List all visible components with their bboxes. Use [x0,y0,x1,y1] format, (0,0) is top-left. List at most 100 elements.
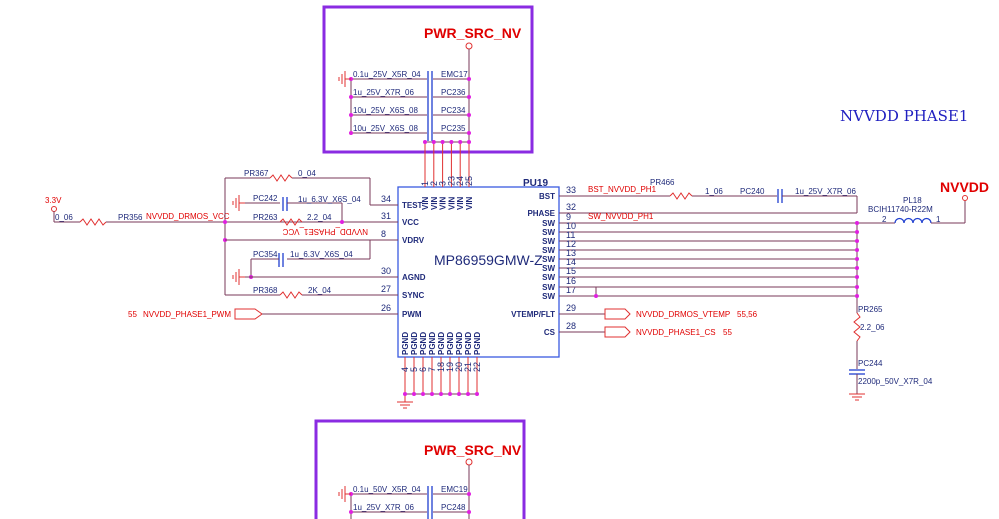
right-pin-number: 12 [566,239,576,249]
chip-body [397,186,560,358]
cap-ref: PC234 [441,106,466,115]
resistor-pr265 [853,312,861,342]
right-pin-label: SW [542,237,555,246]
pgnd-pin-number: 19 [445,362,455,372]
cap-ref: EMC17 [441,70,468,79]
vin-pin-number: 3 [438,181,448,186]
resistor-pr368 [279,291,303,299]
pwm-page-ref: 55 [128,310,137,319]
pc240-ref: PC240 [740,187,765,196]
pc354-ref: PC354 [253,250,278,259]
net-pwm[interactable]: NVVDD_PHASE1_PWM [143,310,231,319]
vin-pin-number: 2 [429,181,439,186]
pgnd-pin-number: 7 [427,367,437,372]
right-pin-number: 10 [566,221,576,231]
pc354-value: 1u_6.3V_X6S_04 [290,250,353,259]
net-bst: BST_NVVDD_PH1 [588,185,657,194]
pl18-value: BCIH11740-R22M [868,205,933,214]
left-pin-label: VCC [402,218,419,227]
pl18-pin1: 1 [936,215,941,224]
pr367-value: 0_04 [298,169,316,178]
right-pin-number: 16 [566,276,576,286]
right-pin-label: CS [544,328,556,337]
net-phase1-vcc-mirrored: NVVDD_PHASE1_VCC [282,227,368,236]
vin-pin-label: VIN [447,196,456,210]
offpage-connector-icon [604,326,631,338]
cap-ref: PC236 [441,88,466,97]
left-pin-label: AGND [402,273,426,282]
bottom-rail-label: PWR_SRC_NV [424,442,522,458]
right-pin-label: SW [542,228,555,237]
net-drmos-vcc: NVVDD_DRMOS_VCC [146,212,230,221]
pgnd-pin-label: PGND [464,332,473,355]
vin-pin-number: 23 [446,176,456,186]
left-pin-number: 27 [381,284,391,294]
right-pin-label: SW [542,219,555,228]
bottom-decoupling-box [314,419,526,519]
chip-ref: PU19 [523,178,548,189]
vin-pin-label: VIN [439,196,448,210]
pr263-value: 2.2_04 [307,213,332,222]
right-pin-label: SW [542,264,555,273]
inductor-pl18 [894,217,932,224]
right-pin-number: 9 [566,212,571,222]
right-pin-number: 17 [566,285,576,295]
left-pin-label: VDRV [402,236,425,245]
cap-value: 1u_25V_X7R_06 [353,503,414,512]
vtemp-page-ref: 55,56 [737,310,758,319]
left-pin-number: 26 [381,303,391,313]
pc244-value: 2200p_50V_X7R_04 [858,377,933,386]
sheet-title: NVVDD PHASE1 [840,107,968,125]
pgnd-pin-label: PGND [473,332,482,355]
pgnd-pin-label: PGND [401,332,410,355]
left-pin-number: 30 [381,266,391,276]
pr368-ref: PR368 [253,286,278,295]
rail-port-icon [51,206,57,212]
cap-value: 0.1u_25V_X5R_04 [353,70,421,79]
chip-part-number: MP86959GMW-Z [434,252,543,268]
rail-port-icon [962,195,968,201]
ground-icon [397,401,413,409]
resistor-pr466 [669,192,693,200]
rail-3v3-label: 3.3V [45,196,62,205]
pgnd-pin-label: PGND [410,332,419,355]
cap-value: 10u_25V_X6S_08 [353,124,419,133]
vin-pin-number: 1 [420,181,430,186]
pl18-pin2: 2 [882,215,887,224]
right-pin-label: SW [542,246,555,255]
vin-pin-label: VIN [430,196,439,210]
pgnd-pin-label: PGND [446,332,455,355]
vin-pin-number: 24 [455,176,465,186]
resistor-pr263 [279,218,303,226]
cap-ref: PC248 [441,503,466,512]
pr466-value: 1_06 [705,187,723,196]
pgnd-pin-label: PGND [437,332,446,355]
resistor-pr367 [269,174,293,182]
right-pin-label: VTEMP/FLT [511,310,555,319]
left-pin-label: PWM [402,310,422,319]
pr356-ref: PR356 [118,213,143,222]
cap-value: 0.1u_50V_X5R_04 [353,485,421,494]
pc240-value: 1u_25V_X7R_06 [795,187,856,196]
right-pin-label: SW [542,283,555,292]
offpage-connector-icon [604,308,631,320]
net-cs[interactable]: NVVDD_PHASE1_CS [636,328,716,337]
pc242-ref: PC242 [253,194,278,203]
cs-page-ref: 55 [723,328,732,337]
pgnd-pin-number: 6 [418,367,428,372]
pr466-ref: PR466 [650,178,675,187]
pr356-value: 0_06 [55,213,73,222]
vin-pin-label: VIN [465,196,474,210]
net-sw: SW_NVVDD_PH1 [588,212,654,221]
vin-pin-label: VIN [456,196,465,210]
right-pin-label: BST [539,192,555,201]
left-pin-number: 34 [381,194,391,204]
net-vtemp[interactable]: NVVDD_DRMOS_VTEMP [636,310,730,319]
pr265-ref: PR265 [858,305,883,314]
pgnd-pin-number: 22 [472,362,482,372]
right-pin-label: SW [542,255,555,264]
pr368-value: 2K_04 [308,286,332,295]
pgnd-pin-number: 21 [463,362,473,372]
right-pin-number: 15 [566,266,576,276]
